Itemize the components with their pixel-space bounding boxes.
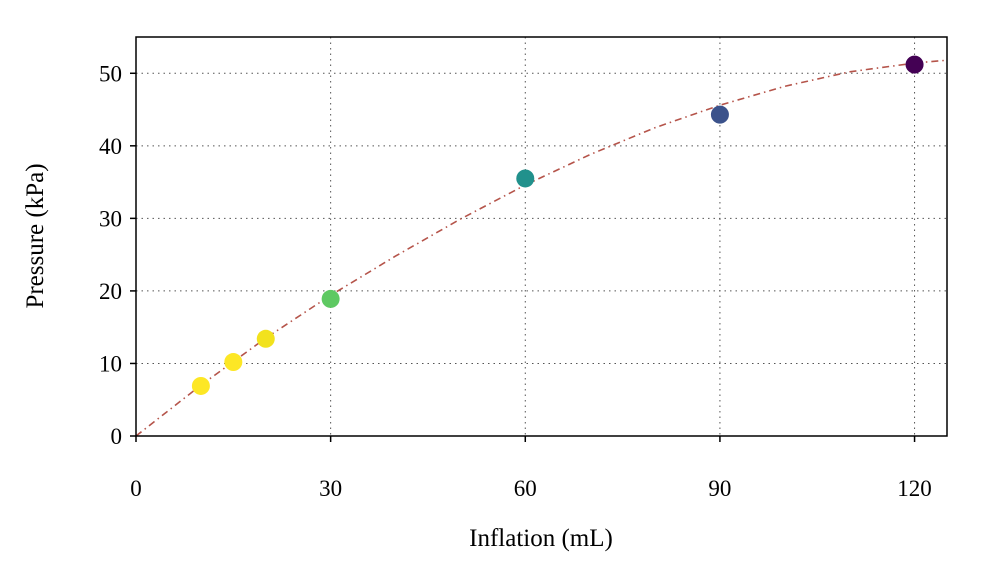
fit-curve <box>135 59 948 437</box>
x-tick-label: 120 <box>897 476 932 501</box>
plot-frame <box>135 36 948 437</box>
data-point <box>710 105 729 124</box>
y-axis-label: Pressure (kPa) <box>22 163 49 308</box>
data-points <box>191 55 924 395</box>
fit-curve-layer <box>135 59 948 437</box>
y-tick-label: 40 <box>99 134 122 159</box>
data-point <box>256 329 275 348</box>
y-axis: 0 10 20 30 40 50 <box>99 61 136 449</box>
x-axis: 0 30 60 90 120 <box>130 436 932 501</box>
x-tick-label: 0 <box>130 476 142 501</box>
data-point <box>905 55 924 74</box>
y-tick-label: 50 <box>99 61 122 86</box>
y-tick-label: 30 <box>99 206 122 231</box>
data-point <box>191 376 210 395</box>
grid <box>136 37 947 436</box>
x-tick-label: 90 <box>708 476 731 501</box>
x-tick-label: 30 <box>319 476 342 501</box>
data-point <box>224 353 243 372</box>
y-tick-label: 20 <box>99 279 122 304</box>
data-point <box>321 289 340 308</box>
x-tick-label: 60 <box>514 476 537 501</box>
y-tick-label: 0 <box>111 424 123 449</box>
x-axis-label: Inflation (mL) <box>469 525 613 552</box>
y-tick-label: 10 <box>99 351 122 376</box>
data-point <box>516 169 535 188</box>
